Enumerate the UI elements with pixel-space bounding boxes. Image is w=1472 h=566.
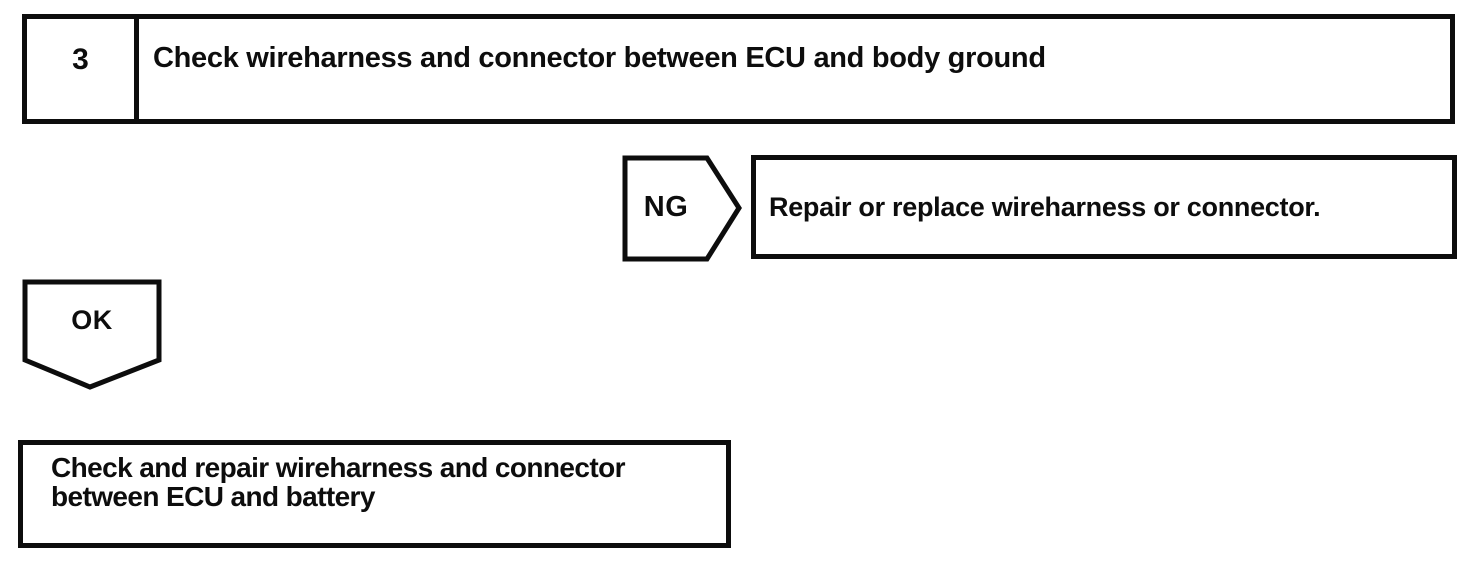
step-box: 3 Check wireharness and connector betwee… <box>22 14 1455 124</box>
ok-down-arrow-icon <box>22 279 162 390</box>
result-text-line-2: between ECU and battery <box>51 481 375 512</box>
result-box: Check and repair wireharness and connect… <box>18 440 731 548</box>
ng-label: NG <box>643 190 689 223</box>
ng-action-box: Repair or replace wireharness or connect… <box>751 155 1457 259</box>
step-title: Check wireharness and connector between … <box>153 42 1046 74</box>
step-number: 3 <box>27 19 139 119</box>
ng-right-arrow-icon <box>622 155 742 262</box>
ng-pointer-shape: NG <box>622 155 742 265</box>
ng-action-text: Repair or replace wireharness or connect… <box>769 191 1321 222</box>
ok-label: OK <box>71 304 113 335</box>
result-text-line-1: Check and repair wireharness and connect… <box>51 452 625 483</box>
ok-pointer-shape: OK <box>22 279 162 391</box>
